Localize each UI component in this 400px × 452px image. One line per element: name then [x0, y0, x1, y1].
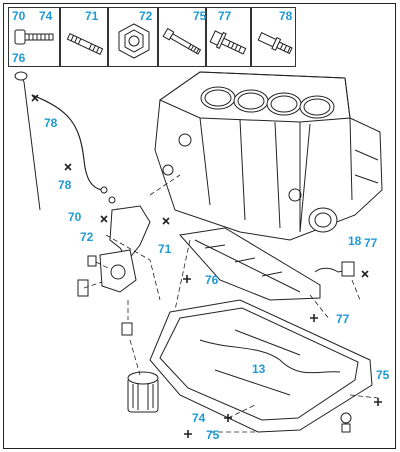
fastener-cell-77: 77: [206, 7, 251, 67]
fastener-label-78: 78: [279, 9, 293, 23]
fastener-cell-75: 75: [158, 7, 206, 67]
fastener-label-76: 76: [12, 51, 26, 65]
fastener-label-75: 75: [193, 9, 207, 23]
callout-filter-72: 72: [80, 230, 94, 244]
bolt-short-icon: [14, 29, 54, 45]
callout-bracket-70: 70: [68, 210, 82, 224]
fastener-cell-72: 72: [108, 7, 158, 67]
engine-block: [154, 71, 383, 241]
long-bolt-icon: [162, 27, 202, 55]
oil-pump-bracket: [77, 205, 151, 336]
callout-dipstick-78: 78: [44, 116, 58, 130]
oil-level-sensor: [314, 261, 355, 277]
fastener-cell-70-74-76: 70 74 76: [8, 7, 60, 67]
callout-tube-78: 78: [58, 178, 72, 192]
callout-pan-13: 13: [252, 362, 266, 376]
callout-gasket-76: 76: [205, 273, 219, 287]
shoulder-bolt-icon: [257, 32, 293, 55]
fastener-cell-78: 78: [251, 7, 296, 67]
callout-pan-75: 75: [376, 368, 390, 382]
callout-bolt-71: 71: [158, 242, 172, 256]
callout-pan-77: 77: [336, 312, 350, 326]
stud-bolt-icon: [66, 33, 104, 55]
hex-nut-icon: [118, 23, 150, 59]
callout-sensor-18: 18: [348, 234, 362, 248]
fastener-markers: [31, 94, 382, 438]
fastener-label-74: 74: [39, 9, 53, 23]
fastener-label-72: 72: [139, 9, 153, 23]
callout-pan-74: 74: [192, 411, 206, 425]
fastener-label-70: 70: [12, 9, 26, 23]
fastener-label-77: 77: [218, 9, 232, 23]
callout-sensor-77: 77: [364, 236, 378, 250]
assembly-lines: [83, 174, 379, 433]
oil-pan-gasket: [179, 227, 321, 301]
dipstick-tube: [31, 94, 122, 216]
callout-bottom-75: 75: [206, 428, 220, 442]
fastener-label-71: 71: [85, 9, 99, 23]
flange-bolt-icon: [209, 30, 247, 55]
oil-filter: [127, 371, 159, 413]
dipstick: [14, 71, 41, 211]
fastener-cell-71: 71: [60, 7, 108, 67]
fastener-legend: 70 74 76 71 72 75: [8, 7, 296, 67]
oil-pan: [149, 299, 373, 433]
